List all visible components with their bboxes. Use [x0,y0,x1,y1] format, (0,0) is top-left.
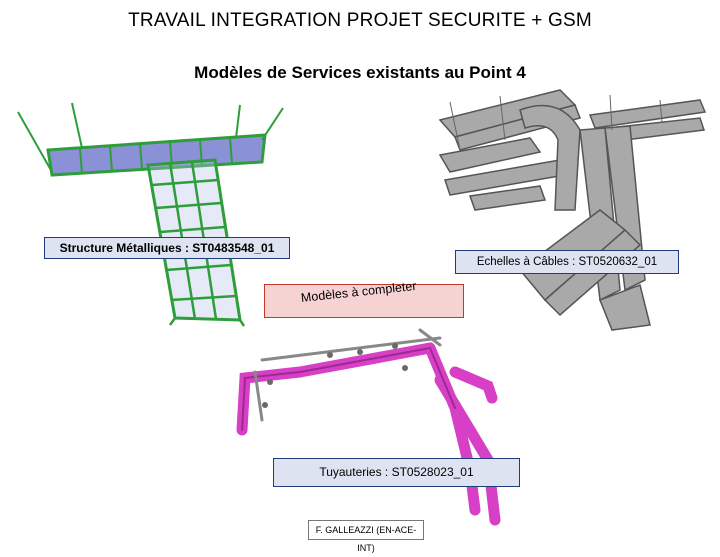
page-title: TRAVAIL INTEGRATION PROJET SECURITE + GS… [128,10,592,31]
metal-structure-model [17,102,284,327]
page-subtitle: Modèles de Services existants au Point 4 [194,63,526,82]
pipework-model [236,328,501,526]
cable-trays-model [438,89,707,331]
structure-label: Structure Métalliques : ST0483548_01 [44,237,290,259]
cable-tray-label: Echelles à Câbles : ST0520632_01 [455,250,679,274]
author-footer: F. GALLEAZZI (EN-ACE-INT) [308,520,424,553]
to-complete-box: Modèles à completer [264,279,464,318]
pipework-label: Tuyauteries : ST0528023_01 [273,458,520,487]
